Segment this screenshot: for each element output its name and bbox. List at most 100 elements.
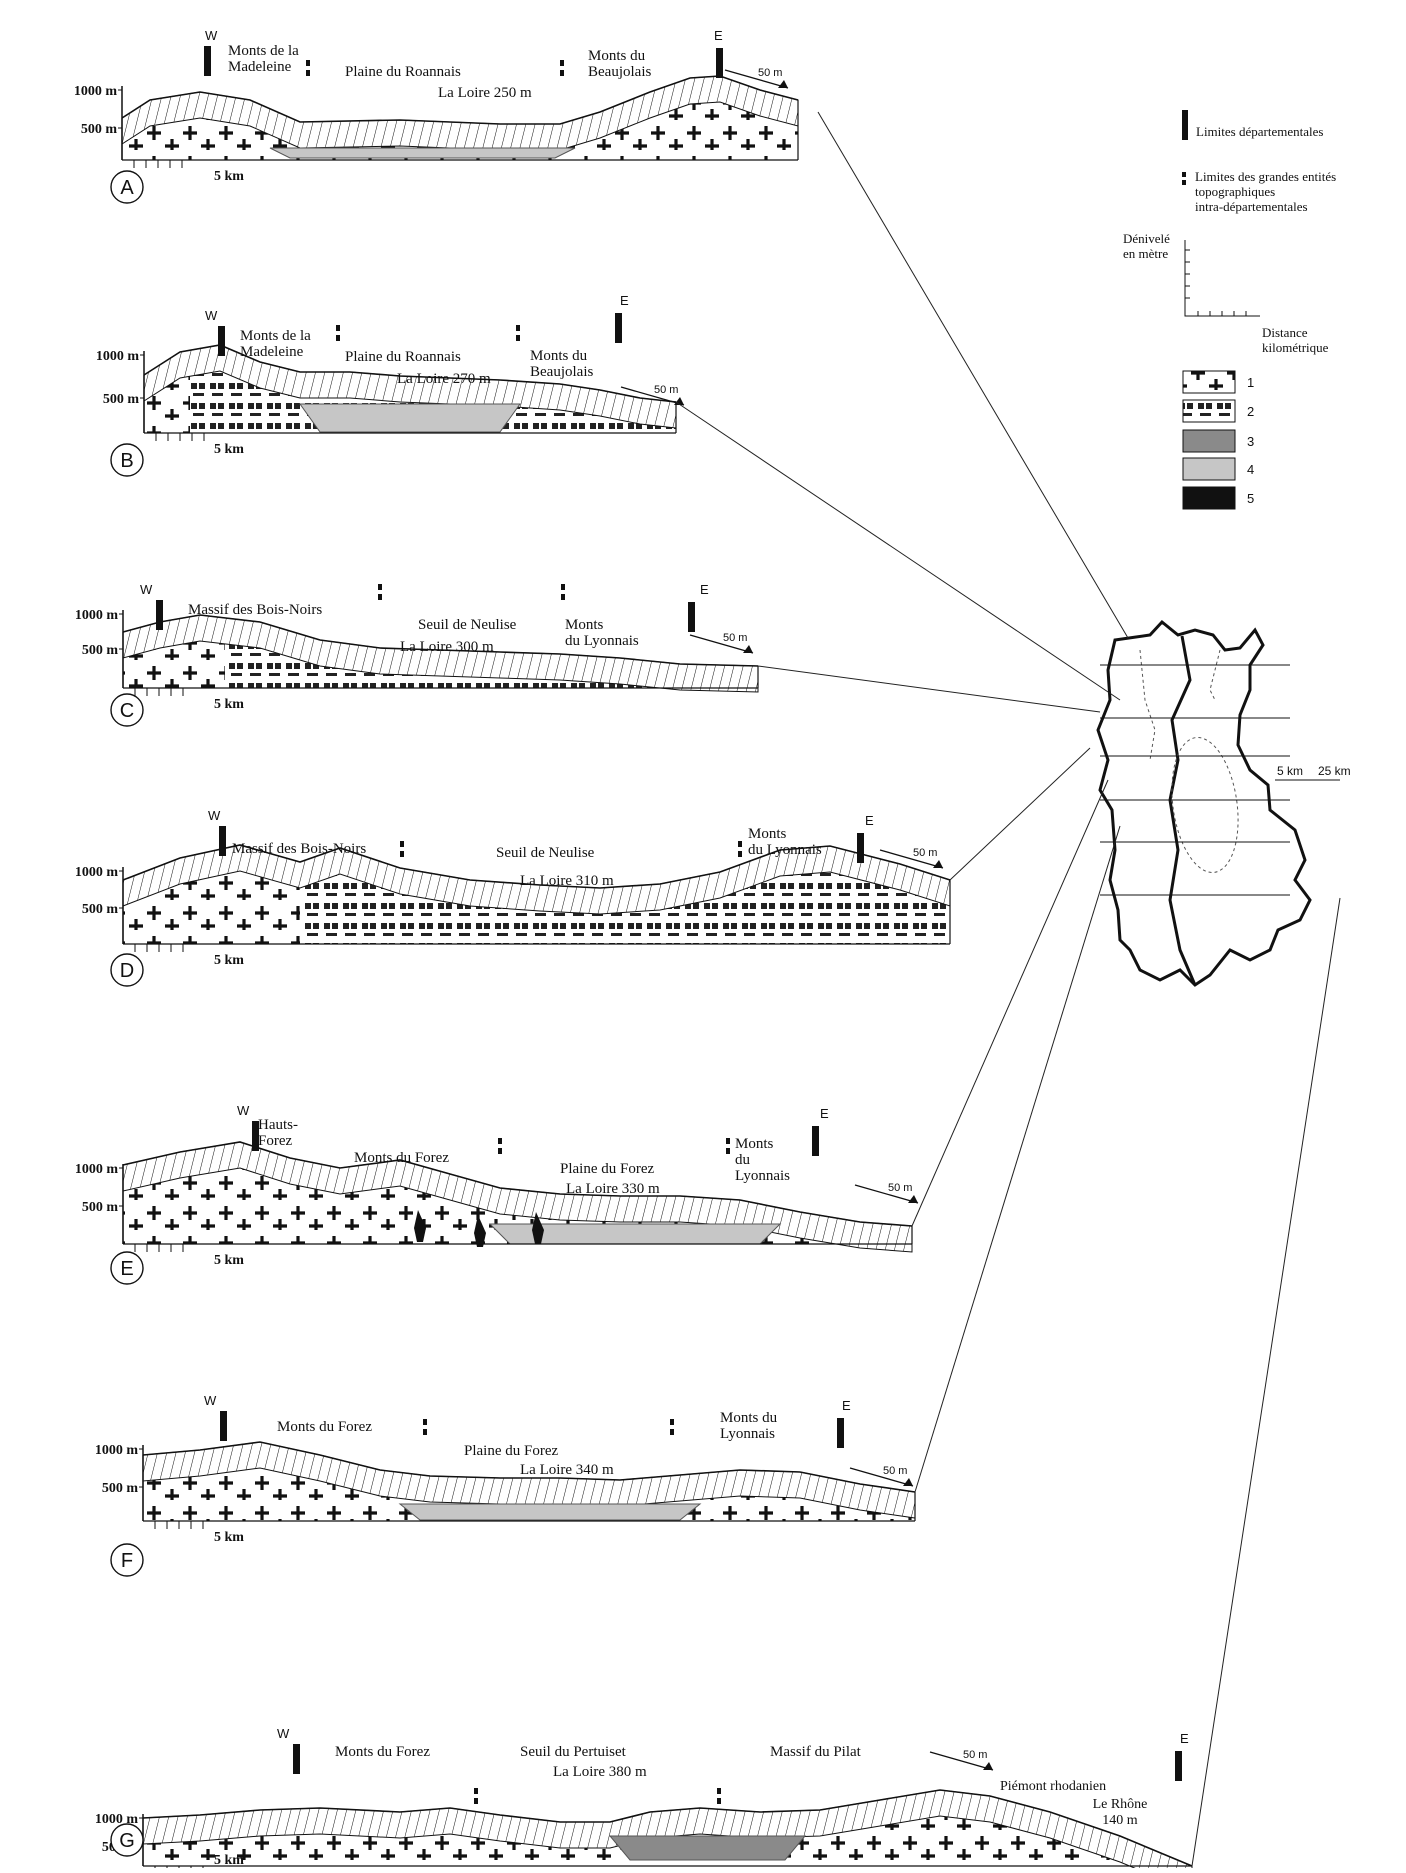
slope-label: 50 m bbox=[888, 1182, 912, 1194]
right-unit-name: Massif du Pilat bbox=[770, 1744, 862, 1760]
legend-class-label: 1 bbox=[1247, 375, 1254, 390]
slope-label: 50 m bbox=[963, 1749, 987, 1761]
plain-outline bbox=[1171, 737, 1239, 873]
profile-letter: C bbox=[120, 700, 134, 722]
connector-line bbox=[949, 747, 1091, 881]
slope-label: 50 m bbox=[758, 67, 782, 79]
left-unit-name: Forez bbox=[258, 1133, 292, 1149]
right-unit-name: Monts du bbox=[720, 1410, 778, 1426]
east-limit-bar bbox=[688, 602, 695, 632]
east-label: E bbox=[1180, 1731, 1189, 1746]
west-label: W bbox=[204, 1393, 217, 1408]
sedimentary-basin bbox=[269, 147, 576, 159]
left-unit-name: Monts de la bbox=[240, 328, 311, 344]
sedimentary-basin bbox=[608, 1835, 807, 1861]
right-unit-name: Monts du bbox=[588, 48, 646, 64]
west-label: W bbox=[208, 808, 221, 823]
slope-arrow bbox=[879, 849, 944, 869]
profile-letter: A bbox=[120, 177, 134, 199]
y-label-500: 500 m bbox=[82, 1200, 119, 1215]
department-outline bbox=[1096, 619, 1312, 987]
center-unit-name: Plaine du Forez bbox=[464, 1443, 558, 1459]
legend-topo-label: topographiques bbox=[1195, 184, 1275, 199]
west-limit-bar bbox=[218, 326, 225, 356]
topo-limit-marker bbox=[561, 584, 565, 590]
topographic-surface bbox=[122, 844, 951, 889]
scale-label: 5 km bbox=[214, 1530, 244, 1545]
dyke bbox=[474, 1215, 486, 1247]
dyke bbox=[532, 1212, 544, 1244]
map-scale-a: 5 km bbox=[1277, 764, 1303, 778]
scale-label: 5 km bbox=[214, 169, 244, 184]
right-unit-name: Beaujolais bbox=[588, 64, 651, 80]
topo-limit-marker bbox=[336, 325, 340, 331]
topo-limit-marker bbox=[738, 841, 742, 847]
profile-letter-circle bbox=[110, 1251, 144, 1285]
slope-arrow bbox=[929, 1751, 994, 1771]
profile-letter: G bbox=[119, 1830, 135, 1852]
topo-dashed-line bbox=[1139, 649, 1156, 761]
left-unit-name: Madeleine bbox=[240, 344, 304, 360]
east-limit-bar bbox=[615, 313, 622, 343]
sedimentary-basin bbox=[299, 403, 521, 433]
topo-limit-marker bbox=[474, 1788, 478, 1794]
east-limit-bar bbox=[837, 1418, 844, 1448]
connector-line bbox=[914, 825, 1121, 1493]
right-unit-name: Monts bbox=[565, 617, 604, 633]
y-label-1000: 1000 m bbox=[95, 1443, 139, 1458]
left-unit-name: Monts de la bbox=[228, 43, 299, 59]
right-unit-name: du bbox=[735, 1152, 751, 1168]
topo-limit-marker bbox=[516, 325, 520, 331]
mid-unit-name: Monts du Forez bbox=[354, 1150, 449, 1166]
east-label: E bbox=[700, 582, 709, 597]
legend-class-label: 3 bbox=[1247, 434, 1254, 449]
right-unit-name: Monts bbox=[748, 826, 787, 842]
y-label-500: 500 m bbox=[82, 902, 119, 917]
far-river-label: 140 m bbox=[1102, 1813, 1138, 1828]
map-scale-b: 25 km bbox=[1318, 764, 1351, 778]
y-label-500: 500 m bbox=[82, 643, 119, 658]
slope-arrow bbox=[620, 386, 685, 406]
right-unit-name: Monts bbox=[735, 1136, 774, 1152]
legend-denivele-label: Dénivelé bbox=[1123, 231, 1170, 246]
east-label: E bbox=[865, 813, 874, 828]
west-limit-bar bbox=[219, 826, 226, 856]
profile-letter: E bbox=[120, 1258, 133, 1280]
y-label-1000: 1000 m bbox=[96, 349, 140, 364]
east-label: E bbox=[620, 293, 629, 308]
east-limit-bar bbox=[812, 1126, 819, 1156]
legend-axes bbox=[1184, 240, 1260, 317]
topo-limit-marker bbox=[717, 1788, 721, 1794]
scale-label: 5 km bbox=[214, 1253, 244, 1268]
west-label: W bbox=[277, 1726, 290, 1741]
legend-dept-bar bbox=[1182, 110, 1188, 140]
left-unit-name: Massif des Bois-Noirs bbox=[232, 841, 366, 857]
legend-topo-marker bbox=[1182, 172, 1186, 177]
y-label-1000: 1000 m bbox=[75, 1162, 119, 1177]
right-unit-name: Lyonnais bbox=[735, 1168, 790, 1184]
right-unit-name: Monts du bbox=[530, 348, 588, 364]
sedimentary-basin bbox=[398, 1503, 702, 1521]
slope-arrow bbox=[724, 69, 789, 89]
west-limit-bar bbox=[156, 600, 163, 630]
scale-label: 5 km bbox=[214, 953, 244, 968]
dyke bbox=[414, 1210, 426, 1242]
right-unit-name: Beaujolais bbox=[530, 364, 593, 380]
center-unit-name: Plaine du Roannais bbox=[345, 64, 461, 80]
slope-label: 50 m bbox=[913, 847, 937, 859]
east-limit-bar bbox=[1175, 1751, 1182, 1781]
river-label: La Loire 330 m bbox=[566, 1181, 660, 1197]
left-unit-name: Hauts- bbox=[258, 1117, 298, 1133]
y-label-1000: 1000 m bbox=[74, 84, 118, 99]
west-limit-bar bbox=[204, 46, 211, 76]
far-river-label: Le Rhône bbox=[1093, 1797, 1148, 1812]
profile-letter: B bbox=[120, 450, 133, 472]
topo-limit-marker bbox=[400, 841, 404, 847]
